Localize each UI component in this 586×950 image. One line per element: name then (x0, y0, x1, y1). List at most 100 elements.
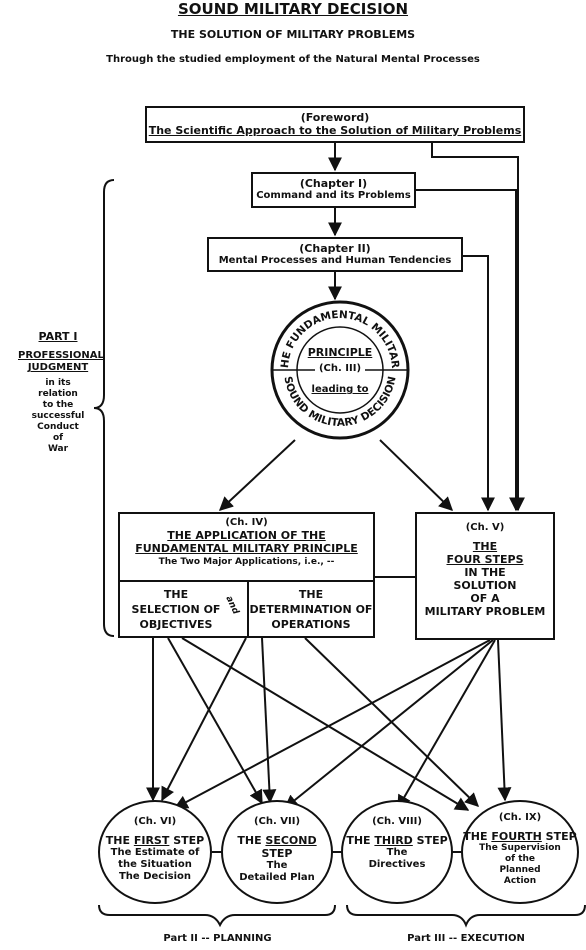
part2-brace (98, 904, 336, 928)
step2-title: THE SECOND STEP (223, 834, 331, 860)
step4-title-post: STEP (541, 830, 577, 843)
step3-desc-0: The (386, 847, 408, 858)
step4-circle: (Ch. IX) THE FOURTH STEP The Supervision… (461, 800, 579, 904)
step3-desc-1: Directives (368, 859, 426, 870)
step4-title: THE FOURTH STEP (463, 830, 577, 843)
arrow-principle-ch5 (379, 439, 454, 511)
part3-brace (346, 904, 586, 928)
chapter5-line3: SOLUTION (453, 579, 517, 592)
arrow-ch5-step2 (283, 639, 494, 809)
chapter4-box: (Ch. IV) THE APPLICATION OF THE FUNDAMEN… (118, 512, 375, 638)
page-title: SOUND MILITARY DECISION (177, 0, 409, 18)
chapter4-left3: OBJECTIVES (139, 618, 213, 631)
arrow-ch4-step4-a (181, 637, 470, 811)
principle-chapter: (Ch. III) (315, 363, 365, 375)
part1-desc-2: to the (42, 400, 74, 410)
arrow-ch5-step3 (397, 639, 496, 810)
chapter4-left2: SELECTION OF (131, 603, 221, 616)
step3-label: (Ch. VIII) (372, 816, 422, 827)
step2-desc-1: Detailed Plan (239, 872, 315, 883)
step4-label: (Ch. IX) (498, 812, 542, 823)
step2-desc-0: The (266, 860, 288, 871)
chapter1-box: (Chapter I) Command and its Problems (251, 172, 416, 208)
step4-desc-1: of the (504, 854, 536, 864)
chapter4-right1: THE (298, 588, 324, 601)
step3-circle: (Ch. VIII) THE THIRD STEP The Directives (341, 800, 453, 904)
chapter4-divider (120, 580, 373, 582)
part1-subtitle2: JUDGMENT (27, 362, 89, 373)
chapter5-line4: OF A (470, 592, 500, 605)
step4-title-word: FOURTH (491, 830, 542, 843)
part1-label: PART I PROFESSIONAL JUDGMENT in its rela… (18, 330, 104, 455)
arrow-ch4-step2-b (261, 637, 277, 804)
chapter2-box: (Chapter II) Mental Processes and Human … (207, 237, 463, 272)
part1-desc-4: Conduct (37, 422, 79, 432)
arrow-ch4-step1-b (161, 637, 247, 802)
step1-desc-0: The Estimate of (110, 847, 200, 858)
part1-desc-5: of (52, 433, 64, 443)
arrow-ch4-step2-a (167, 637, 263, 805)
step4-title-pre: THE (463, 830, 492, 843)
chapter5-line5: MILITARY PROBLEM (424, 605, 546, 618)
step1-title-post: STEP (169, 834, 205, 847)
chapter4-right3: OPERATIONS (271, 618, 351, 631)
arrow-ch2-ch5 (463, 255, 495, 512)
chapter1-label: (Chapter I) (299, 177, 368, 190)
step3-title-word: THIRD (374, 834, 413, 847)
chapter4-right2: DETERMINATION OF (249, 603, 373, 616)
step4-desc-2: Planned (499, 865, 541, 875)
part1-desc-6: War (47, 444, 69, 454)
step1-title-word: FIRST (133, 834, 170, 847)
chapter4-label: (Ch. IV) (225, 517, 268, 528)
chapter4-title1: THE APPLICATION OF THE (167, 529, 326, 542)
foreword-box: (Foreword) The Scientific Approach to th… (145, 106, 525, 143)
step1-title: THE FIRST STEP (100, 834, 210, 847)
step3-title-pre: THE (346, 834, 375, 847)
chapter1-title: Command and its Problems (256, 190, 411, 201)
page-subtitle: THE SOLUTION OF MILITARY PROBLEMS (170, 28, 416, 41)
step3-title-post: STEP (412, 834, 448, 847)
part1-desc-1: relation (38, 389, 78, 399)
chapter4-left1: THE (163, 588, 189, 601)
chapter2-label: (Chapter II) (299, 242, 371, 255)
chapter5-line2: IN THE (464, 566, 506, 579)
chapter4-sub: The Two Major Applications, i.e., -- (158, 557, 335, 567)
step2-title-post: STEP (261, 847, 293, 860)
part1-desc-3: successful (31, 411, 85, 421)
step1-circle: (Ch. VI) THE FIRST STEP The Estimate of … (98, 800, 212, 904)
step1-desc-2: The Decision (118, 871, 191, 882)
chapter4-vdivider (247, 582, 249, 638)
part3-label: Part III -- EXECUTION (407, 933, 525, 944)
chapter4-right: THE DETERMINATION OF OPERATIONS (249, 588, 373, 631)
principle-word: PRINCIPLE (307, 346, 373, 359)
step2-title-word: SECOND (265, 834, 317, 847)
arrow-ch1-ch5 (416, 189, 523, 512)
arrow-principle-ch4 (218, 439, 296, 511)
principle-leading-to: leading to (311, 384, 369, 395)
chapter2-title: Mental Processes and Human Tendencies (218, 255, 452, 266)
foreword-label: (Foreword) (300, 111, 370, 124)
step1-desc-1: the Situation (118, 859, 192, 870)
chapter4-left: THE SELECTION OF OBJECTIVES (122, 588, 230, 631)
part1-brace (93, 179, 115, 637)
arrow-ch5-step4 (497, 639, 512, 802)
step1-title-pre: THE (105, 834, 134, 847)
part2-label: Part II -- PLANNING (163, 933, 272, 944)
step4-desc-3: Action (503, 876, 537, 886)
chapter5-line0: THE (472, 540, 498, 553)
part1-desc-0: in its (45, 378, 71, 388)
chapter5-label: (Ch. V) (465, 522, 505, 533)
principle-circle: THE FUNDAMENTAL MILITARY SOUND MILITARY … (270, 300, 410, 440)
page-tagline: Through the studied employment of the Na… (106, 54, 480, 65)
step2-circle: (Ch. VII) THE SECOND STEP The Detailed P… (221, 800, 333, 904)
chapter5-box: (Ch. V) THE FOUR STEPS IN THE SOLUTION O… (415, 512, 555, 640)
foreword-title: The Scientific Approach to the Solution … (148, 124, 522, 137)
part1-title: PART I (38, 330, 78, 343)
step3-title: THE THIRD STEP (343, 834, 451, 847)
chapter4-title2: FUNDAMENTAL MILITARY PRINCIPLE (135, 542, 358, 555)
arrow-foreword-ch5 (431, 143, 525, 512)
chapter5-line1: FOUR STEPS (446, 553, 524, 566)
step1-label: (Ch. VI) (133, 816, 177, 827)
part1-subtitle1: PROFESSIONAL (18, 350, 104, 361)
